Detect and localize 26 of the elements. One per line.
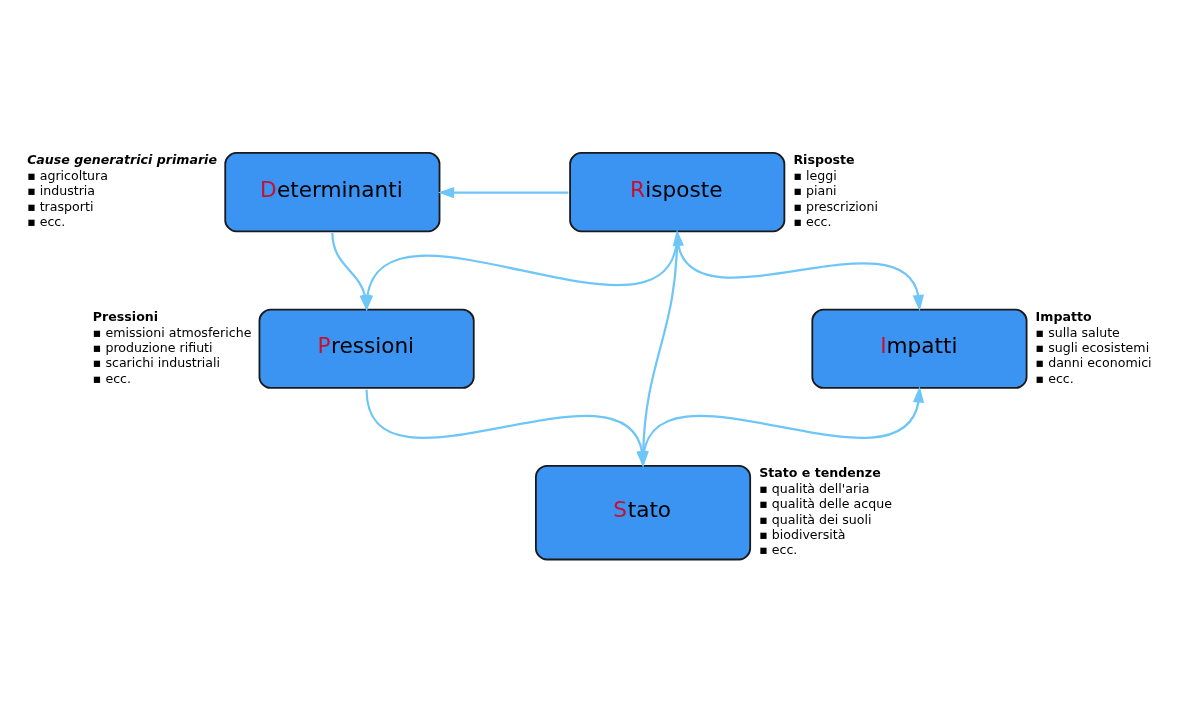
node-label: ▪ scarichi industriali <box>92 355 221 371</box>
node-label: ▪ prescrizioni <box>793 198 879 214</box>
node-label: Cause generatrici primarie <box>27 151 217 167</box>
node-label: ▪ biodiversità <box>759 526 846 542</box>
node-label: ▪ emissioni atmosferiche <box>92 324 252 340</box>
node-label: Impatto <box>1035 308 1092 324</box>
node-label: ▪ agricoltura <box>27 168 109 184</box>
node-label: ▪ sulla salute <box>1035 324 1120 340</box>
node-label: Pressioni <box>92 308 159 324</box>
node-label: ▪ industria <box>27 183 96 199</box>
node-label: ▪ danni economici <box>1035 355 1152 371</box>
node-label: ▪ qualità dell'aria <box>759 481 870 497</box>
node-label: Risposte <box>793 151 855 167</box>
node-label: ▪ trasporti <box>27 198 94 214</box>
node-label: ▪ ecc. <box>1035 370 1074 386</box>
node-label: ▪ piani <box>793 183 837 199</box>
node-label: ▪ ecc. <box>793 214 832 230</box>
node-label: ▪ qualità dei suoli <box>759 511 872 527</box>
node-label: Stato e tendenze <box>759 464 881 480</box>
node-label: ▪ ecc. <box>92 370 132 386</box>
node-label: ▪ produzione rifiuti <box>92 340 213 356</box>
node-label: ▪ qualità delle acque <box>759 496 892 512</box>
node-label: ▪ sugli ecosistemi <box>1035 340 1150 356</box>
node-label: ▪ ecc. <box>27 214 66 230</box>
node-label: ▪ leggi <box>793 168 837 184</box>
node-label: ▪ ecc. <box>759 542 798 558</box>
